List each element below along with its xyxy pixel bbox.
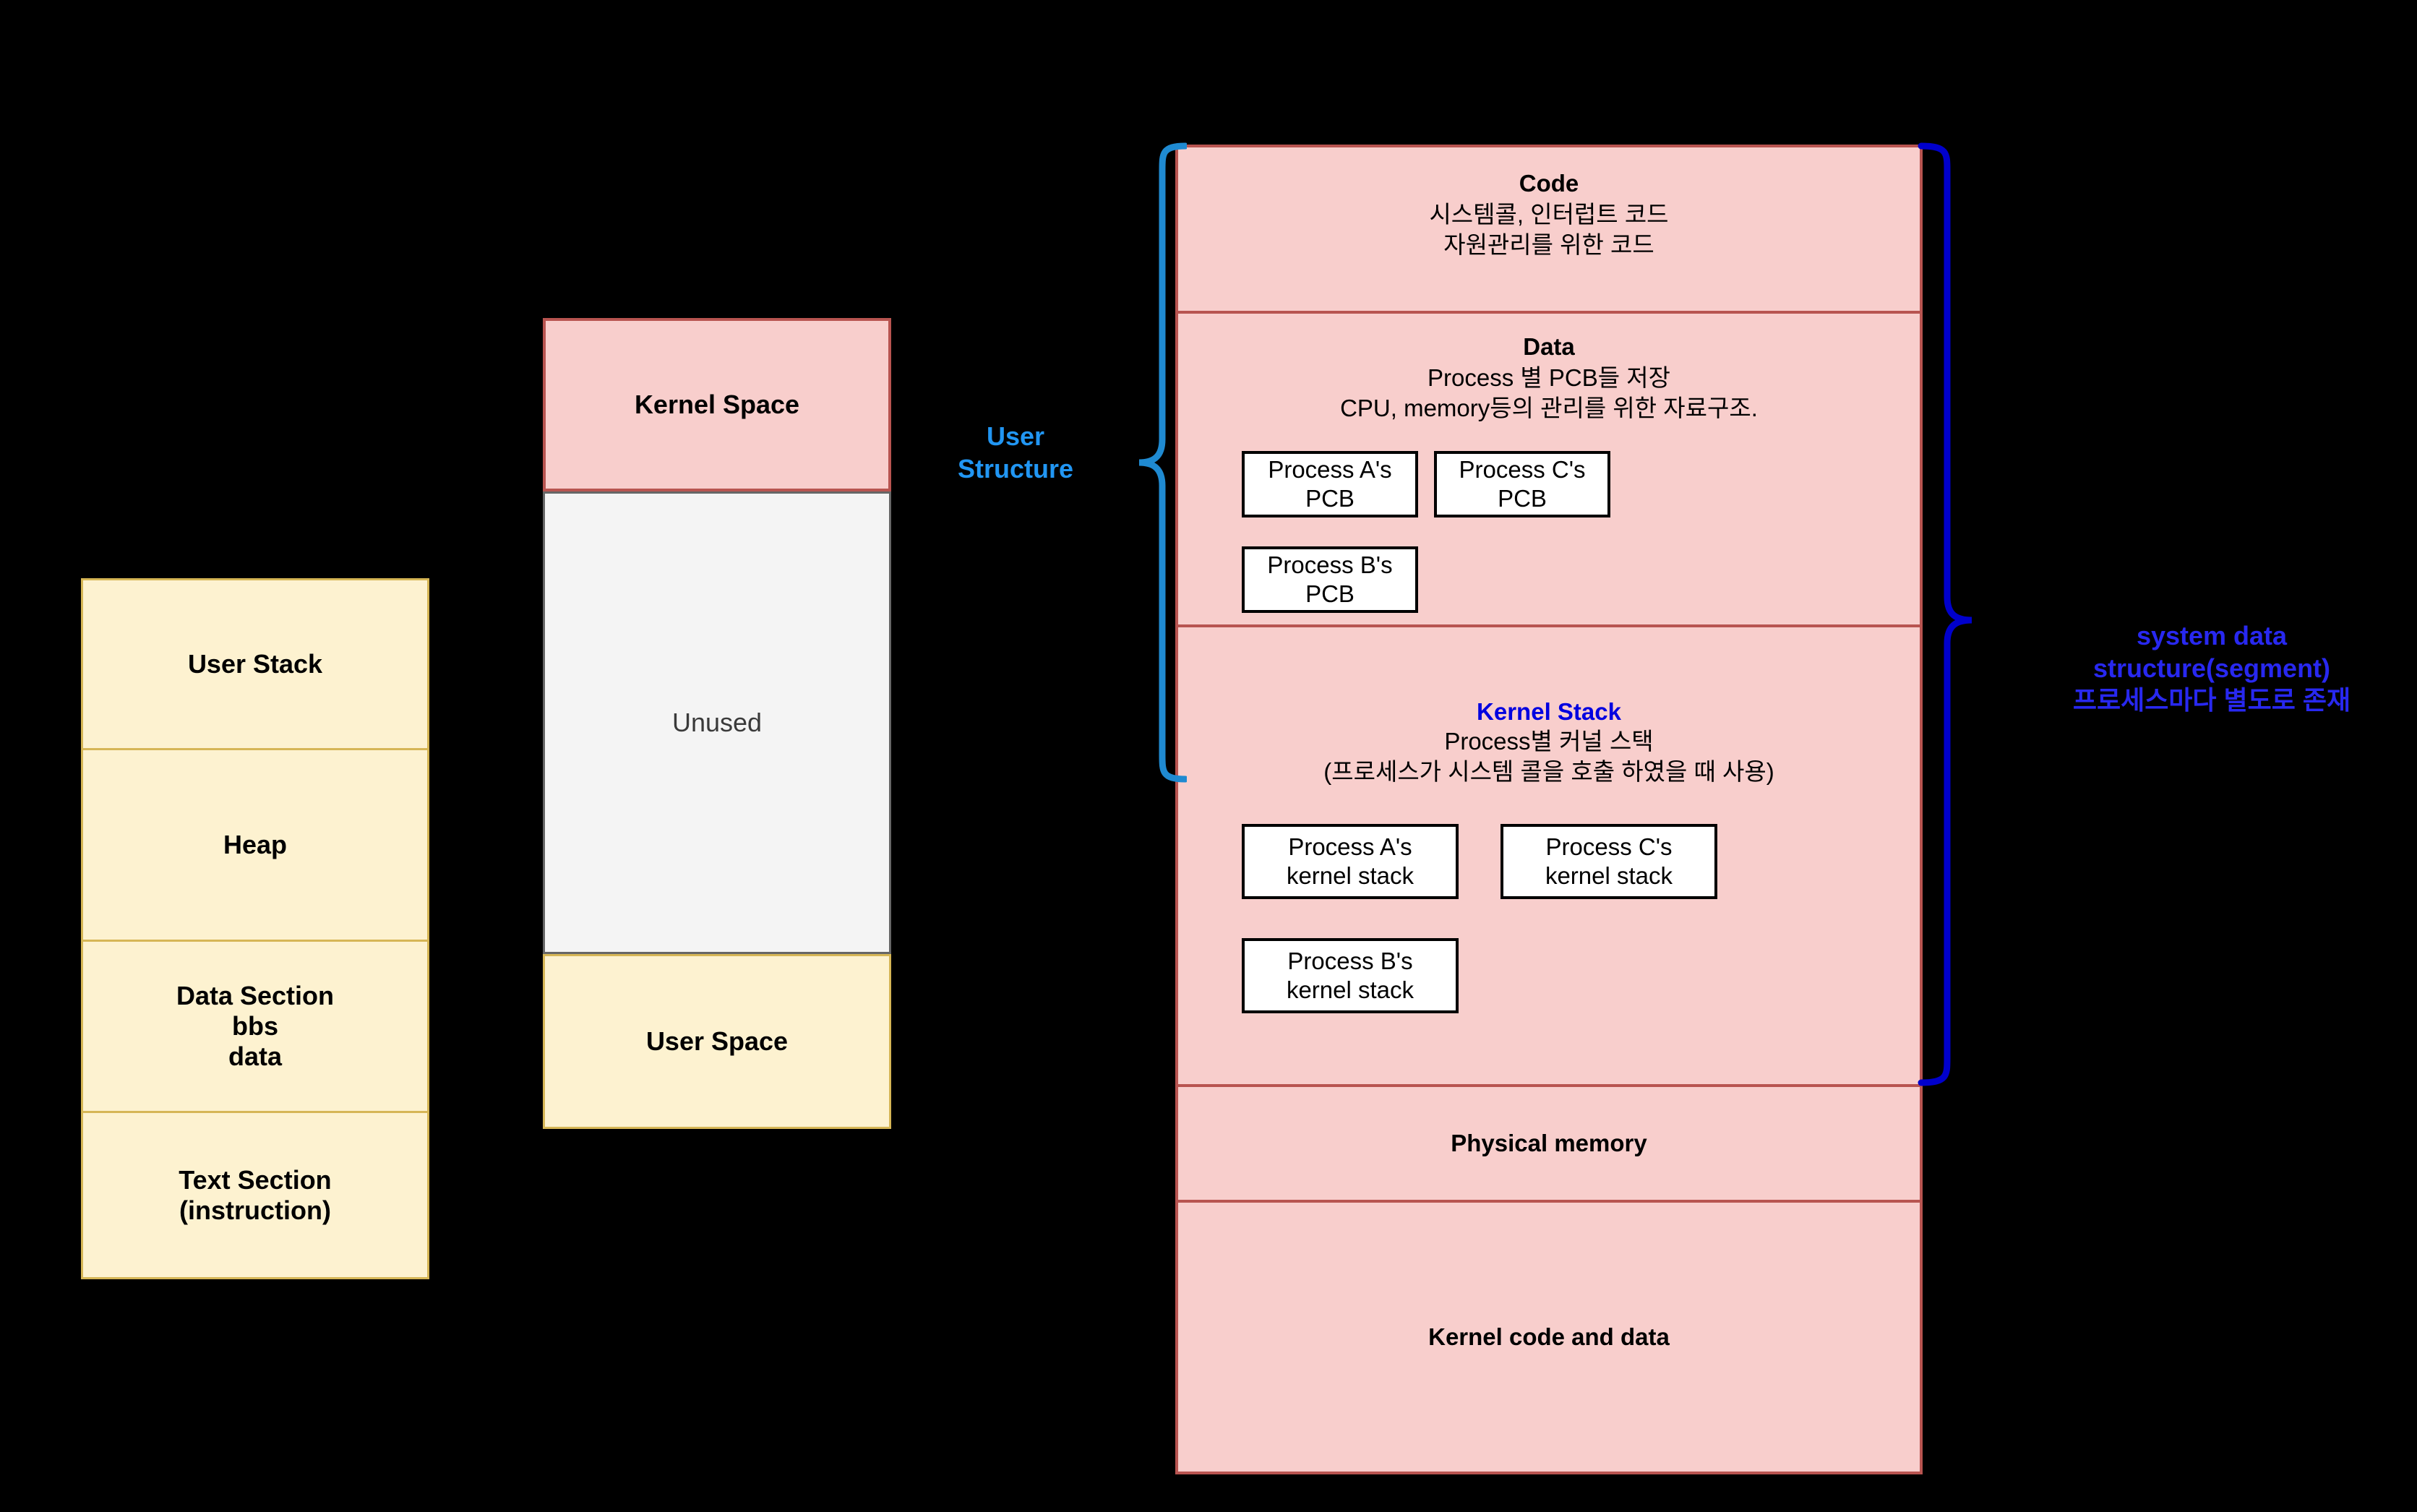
kernel-space-panel: Code 시스템콜, 인터럽트 코드 자원관리를 위한 코드 Data Proc…	[1175, 145, 1923, 1474]
address-space-row-label: Kernel Space	[634, 390, 800, 419]
chip-line-2: kernel stack	[1286, 976, 1414, 1003]
kernel-segment-line: 시스템콜, 인터럽트 코드	[1429, 201, 1669, 228]
kernel-segment-title: Code	[1519, 170, 1579, 197]
kernel-segment-title: Kernel Stack	[1477, 698, 1621, 725]
chip-line-1: Process B's	[1267, 551, 1393, 578]
address-space-row-label: User Space	[645, 1026, 789, 1056]
user-structure-label-line-1: User	[986, 421, 1045, 451]
user-structure-brace	[1129, 137, 1187, 788]
memory-row-data-section: Data Section bbs data	[83, 940, 427, 1111]
memory-row-sublabel-bbs: bbs	[231, 1011, 278, 1041]
memory-row-label: Heap	[223, 830, 288, 859]
user-structure-label: User Structure	[896, 421, 1135, 485]
kernel-segment-title: Kernel code and data	[1428, 1323, 1670, 1350]
kernel-segment-title: Physical memory	[1451, 1129, 1647, 1156]
pcb-chip-row-bottom: Process B's PCB	[1242, 546, 1418, 613]
kernel-segment-line: (프로세스가 시스템 콜을 호출 하였을 때 사용)	[1323, 758, 1774, 786]
memory-row-sublabel-data: data	[228, 1041, 283, 1071]
memory-row-user-stack: User Stack	[83, 580, 427, 748]
kernel-segment-physical-memory: Physical memory	[1178, 1084, 1920, 1200]
system-data-structure-label: system data structure(segment) 프로세스마다 별도…	[2024, 620, 2400, 717]
memory-row-label: Text Section	[179, 1164, 332, 1195]
address-space-row-user-space: User Space	[543, 954, 891, 1129]
chip-line-1: Process A's	[1268, 455, 1392, 483]
system-data-structure-brace	[1915, 137, 1980, 1099]
chip-line-2: PCB	[1305, 485, 1355, 512]
kernel-segment-code: Code 시스템콜, 인터럽트 코드 자원관리를 위한 코드	[1178, 147, 1920, 311]
user-process-memory-column: User Stack Heap Data Section bbs data Te…	[81, 578, 429, 1279]
chip-line-1: Process A's	[1288, 833, 1412, 860]
kernel-segment-kernel-stack-text: Kernel Stack Process별 커널 스택 (프로세스가 시스템 콜…	[1178, 627, 1920, 788]
chip-line-1: Process C's	[1459, 455, 1586, 483]
memory-row-label: Data Section	[176, 981, 335, 1010]
pcb-chip-process-c: Process C's PCB	[1434, 451, 1610, 517]
address-space-row-unused: Unused	[543, 491, 891, 954]
pcb-chip-process-b: Process B's PCB	[1242, 546, 1418, 613]
kernel-segment-title: Data	[1523, 333, 1575, 360]
memory-row-label: User Stack	[187, 649, 323, 679]
kernel-stack-chip-row-bottom: Process B's kernel stack	[1242, 938, 1459, 1013]
kernel-stack-chip-row-top: Process A's kernel stack Process C's ker…	[1242, 824, 1717, 899]
kernel-segment-kernel-stack: Kernel Stack Process별 커널 스택 (프로세스가 시스템 콜…	[1178, 624, 1920, 1084]
chip-line-1: Process C's	[1545, 833, 1673, 860]
kernel-segment-line: 자원관리를 위한 코드	[1443, 231, 1654, 259]
pcb-chip-row-top: Process A's PCB Process C's PCB	[1242, 451, 1610, 517]
system-data-label-line-3: 프로세스마다 별도로 존재	[2072, 685, 2351, 716]
user-structure-label-line-2: Structure	[957, 453, 1074, 484]
kernel-segment-kernel-code-and-data: Kernel code and data	[1178, 1200, 1920, 1472]
memory-row-text-section: Text Section (instruction)	[83, 1111, 427, 1277]
address-space-row-kernel-space: Kernel Space	[543, 318, 891, 491]
memory-row-heap: Heap	[83, 748, 427, 940]
kernel-stack-chip-process-b: Process B's kernel stack	[1242, 938, 1459, 1013]
kernel-segment-data-text: Data Process 별 PCB들 저장 CPU, memory등의 관리를…	[1178, 314, 1920, 424]
chip-line-2: PCB	[1498, 485, 1547, 512]
chip-line-2: kernel stack	[1286, 862, 1414, 889]
kernel-segment-line: Process별 커널 스택	[1444, 728, 1654, 755]
kernel-stack-chip-process-c: Process C's kernel stack	[1501, 824, 1717, 899]
address-space-column: Kernel Space Unused User Space	[543, 318, 891, 1129]
address-space-row-label: Unused	[671, 708, 763, 737]
kernel-segment-line: CPU, memory등의 관리를 위한 자료구조.	[1340, 395, 1758, 422]
memory-row-sublabel-instruction: (instruction)	[179, 1195, 331, 1225]
system-data-label-line-1: system data	[2136, 621, 2288, 650]
chip-line-2: PCB	[1305, 580, 1355, 607]
system-data-label-line-2: structure(segment)	[2092, 653, 2331, 683]
kernel-stack-chip-process-a: Process A's kernel stack	[1242, 824, 1459, 899]
chip-line-2: kernel stack	[1545, 862, 1673, 889]
chip-line-1: Process B's	[1287, 947, 1413, 974]
kernel-segment-line: Process 별 PCB들 저장	[1427, 364, 1670, 392]
kernel-segment-data: Data Process 별 PCB들 저장 CPU, memory등의 관리를…	[1178, 311, 1920, 624]
pcb-chip-process-a: Process A's PCB	[1242, 451, 1418, 517]
